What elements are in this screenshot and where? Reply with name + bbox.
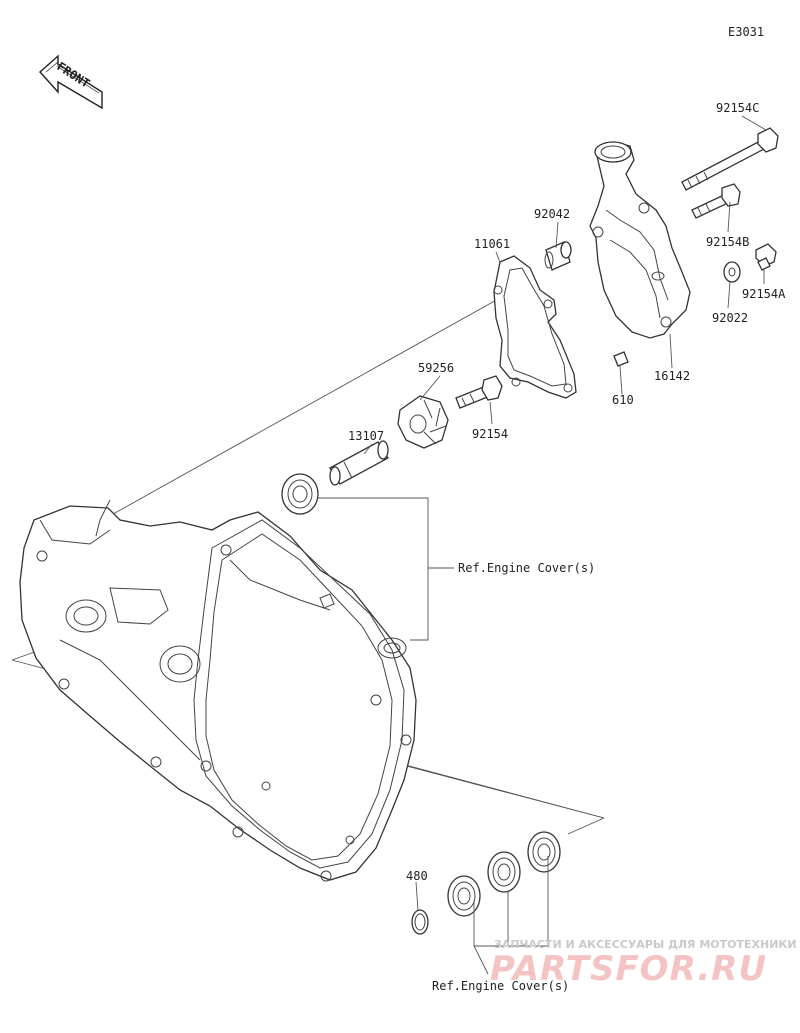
bolt-92154b bbox=[691, 183, 741, 219]
bearing-lower-2 bbox=[487, 851, 521, 893]
label-480: 480 bbox=[406, 869, 428, 883]
ref-engine-cover-lower: Ref.Engine Cover(s) bbox=[432, 979, 569, 993]
dowel-92042 bbox=[544, 241, 572, 271]
impeller bbox=[397, 395, 449, 449]
bolt-92154c bbox=[681, 127, 779, 191]
bearing-lower-1 bbox=[447, 875, 481, 917]
label-610: 610 bbox=[612, 393, 634, 407]
label-16142: 16142 bbox=[654, 369, 690, 383]
watermark-logo: PARTSFOR.RU bbox=[490, 949, 767, 989]
bolt-92154 bbox=[455, 375, 503, 409]
bolt-92154a bbox=[755, 243, 777, 271]
circlip-480 bbox=[411, 909, 429, 935]
label-13107: 13107 bbox=[348, 429, 384, 443]
label-92042: 92042 bbox=[534, 207, 570, 221]
label-92154: 92154 bbox=[472, 427, 508, 441]
washer-92022 bbox=[723, 261, 741, 283]
watermark-tagline: ЗАПЧАСТИ И АКСЕССУАРЫ ДЛЯ МОТОТЕХНИКИ bbox=[494, 938, 797, 951]
label-92154a: 92154A bbox=[742, 287, 786, 301]
ref-engine-cover-upper: Ref.Engine Cover(s) bbox=[458, 561, 595, 575]
engine-cover bbox=[19, 499, 417, 882]
pin-610 bbox=[613, 351, 629, 367]
label-11061: 11061 bbox=[474, 237, 510, 251]
gasket bbox=[493, 255, 577, 399]
oil-seal-lower bbox=[527, 831, 561, 873]
label-92154b: 92154B bbox=[706, 235, 749, 249]
label-leaders bbox=[318, 115, 767, 975]
front-arrow-icon: FRONT bbox=[39, 54, 103, 110]
label-92022: 92022 bbox=[712, 311, 748, 325]
impeller-shaft bbox=[329, 440, 389, 486]
water-pump-cover bbox=[589, 141, 691, 339]
label-59256: 59256 bbox=[418, 361, 454, 375]
diagram-code: E3031 bbox=[728, 25, 764, 39]
label-92154c: 92154C bbox=[716, 101, 759, 115]
oil-seal-upper bbox=[281, 473, 319, 515]
